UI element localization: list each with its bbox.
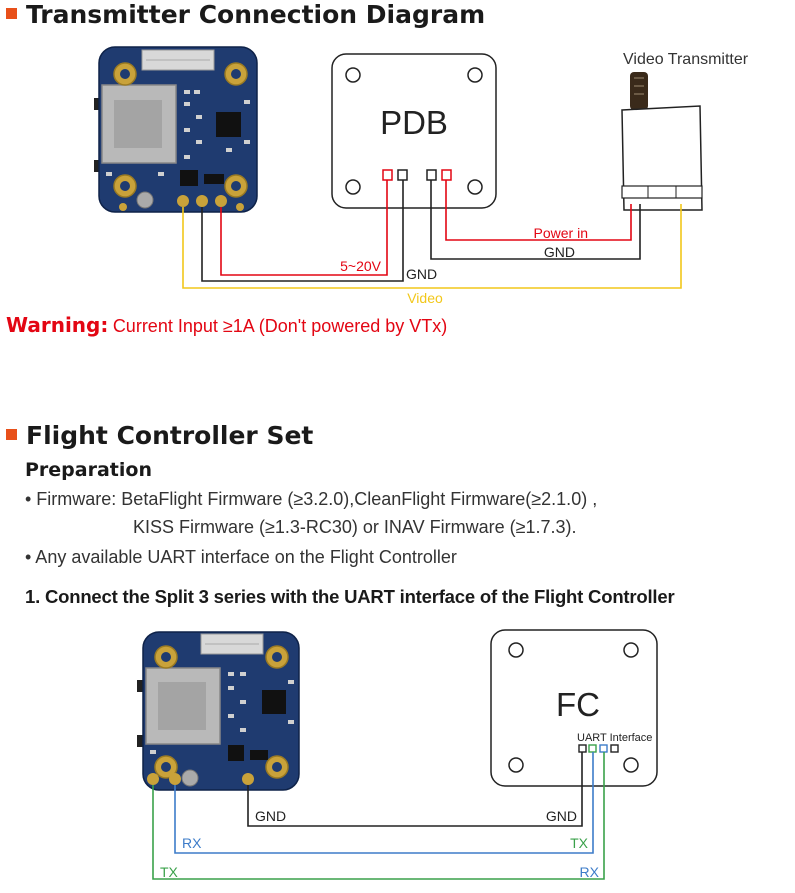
wire-label-rx-left: RX — [182, 835, 202, 851]
wire-label-tx-left: TX — [160, 864, 179, 880]
section-title-flight-controller: Flight Controller Set — [6, 421, 313, 450]
camera-board-bottom — [137, 631, 300, 791]
preparation-heading: Preparation — [25, 459, 152, 481]
wire-label-gnd-right: GND — [544, 244, 575, 260]
fc-uart-connection-diagram: FC UART Interface GND GND RX TX TX RX — [137, 629, 658, 880]
orange-square-bullet-icon — [6, 428, 17, 440]
wire-label-video: Video — [407, 290, 443, 306]
wire-label-power-in: Power in — [534, 225, 588, 241]
firmware-bullet-line1: • Firmware: BetaFlight Firmware (≥3.2.0)… — [25, 489, 598, 509]
fc-label: FC — [556, 686, 600, 723]
wire-label-5-20v: 5~20V — [340, 258, 382, 274]
warning-line: Warning: Current Input ≥1A (Don't powere… — [6, 313, 447, 337]
transmitter-connection-diagram: Video Transmitter PDB 5~20V GND Power in… — [94, 46, 749, 306]
uart-bullet: • Any available UART interface on the Fl… — [25, 547, 457, 567]
uart-interface-label: UART Interface — [577, 732, 652, 744]
orange-square-bullet-icon — [6, 7, 17, 19]
wire-label-gnd-left: GND — [406, 266, 437, 282]
uart-wires — [152, 752, 605, 880]
section-title-transmitter: Transmitter Connection Diagram — [6, 0, 485, 29]
transmitter-wires — [182, 180, 682, 289]
warning-keyword: Warning: — [6, 313, 109, 337]
wire-label-gnd-right: GND — [546, 808, 577, 824]
vtx-label: Video Transmitter — [623, 51, 749, 68]
wire-label-gnd-left: GND — [255, 808, 286, 824]
pdb-label: PDB — [380, 104, 448, 141]
warning-text: Current Input ≥1A (Don't powered by VTx) — [112, 316, 448, 336]
step-1-instruction: 1. Connect the Split 3 series with the U… — [25, 586, 675, 607]
firmware-bullet-line2: KISS Firmware (≥1.3-RC30) or INAV Firmwa… — [133, 517, 577, 537]
wire-label-tx-right: TX — [570, 835, 589, 851]
camera-board-top — [94, 46, 258, 213]
video-transmitter — [621, 72, 703, 211]
fc-board — [490, 629, 658, 787]
wire-label-rx-right: RX — [580, 864, 600, 880]
